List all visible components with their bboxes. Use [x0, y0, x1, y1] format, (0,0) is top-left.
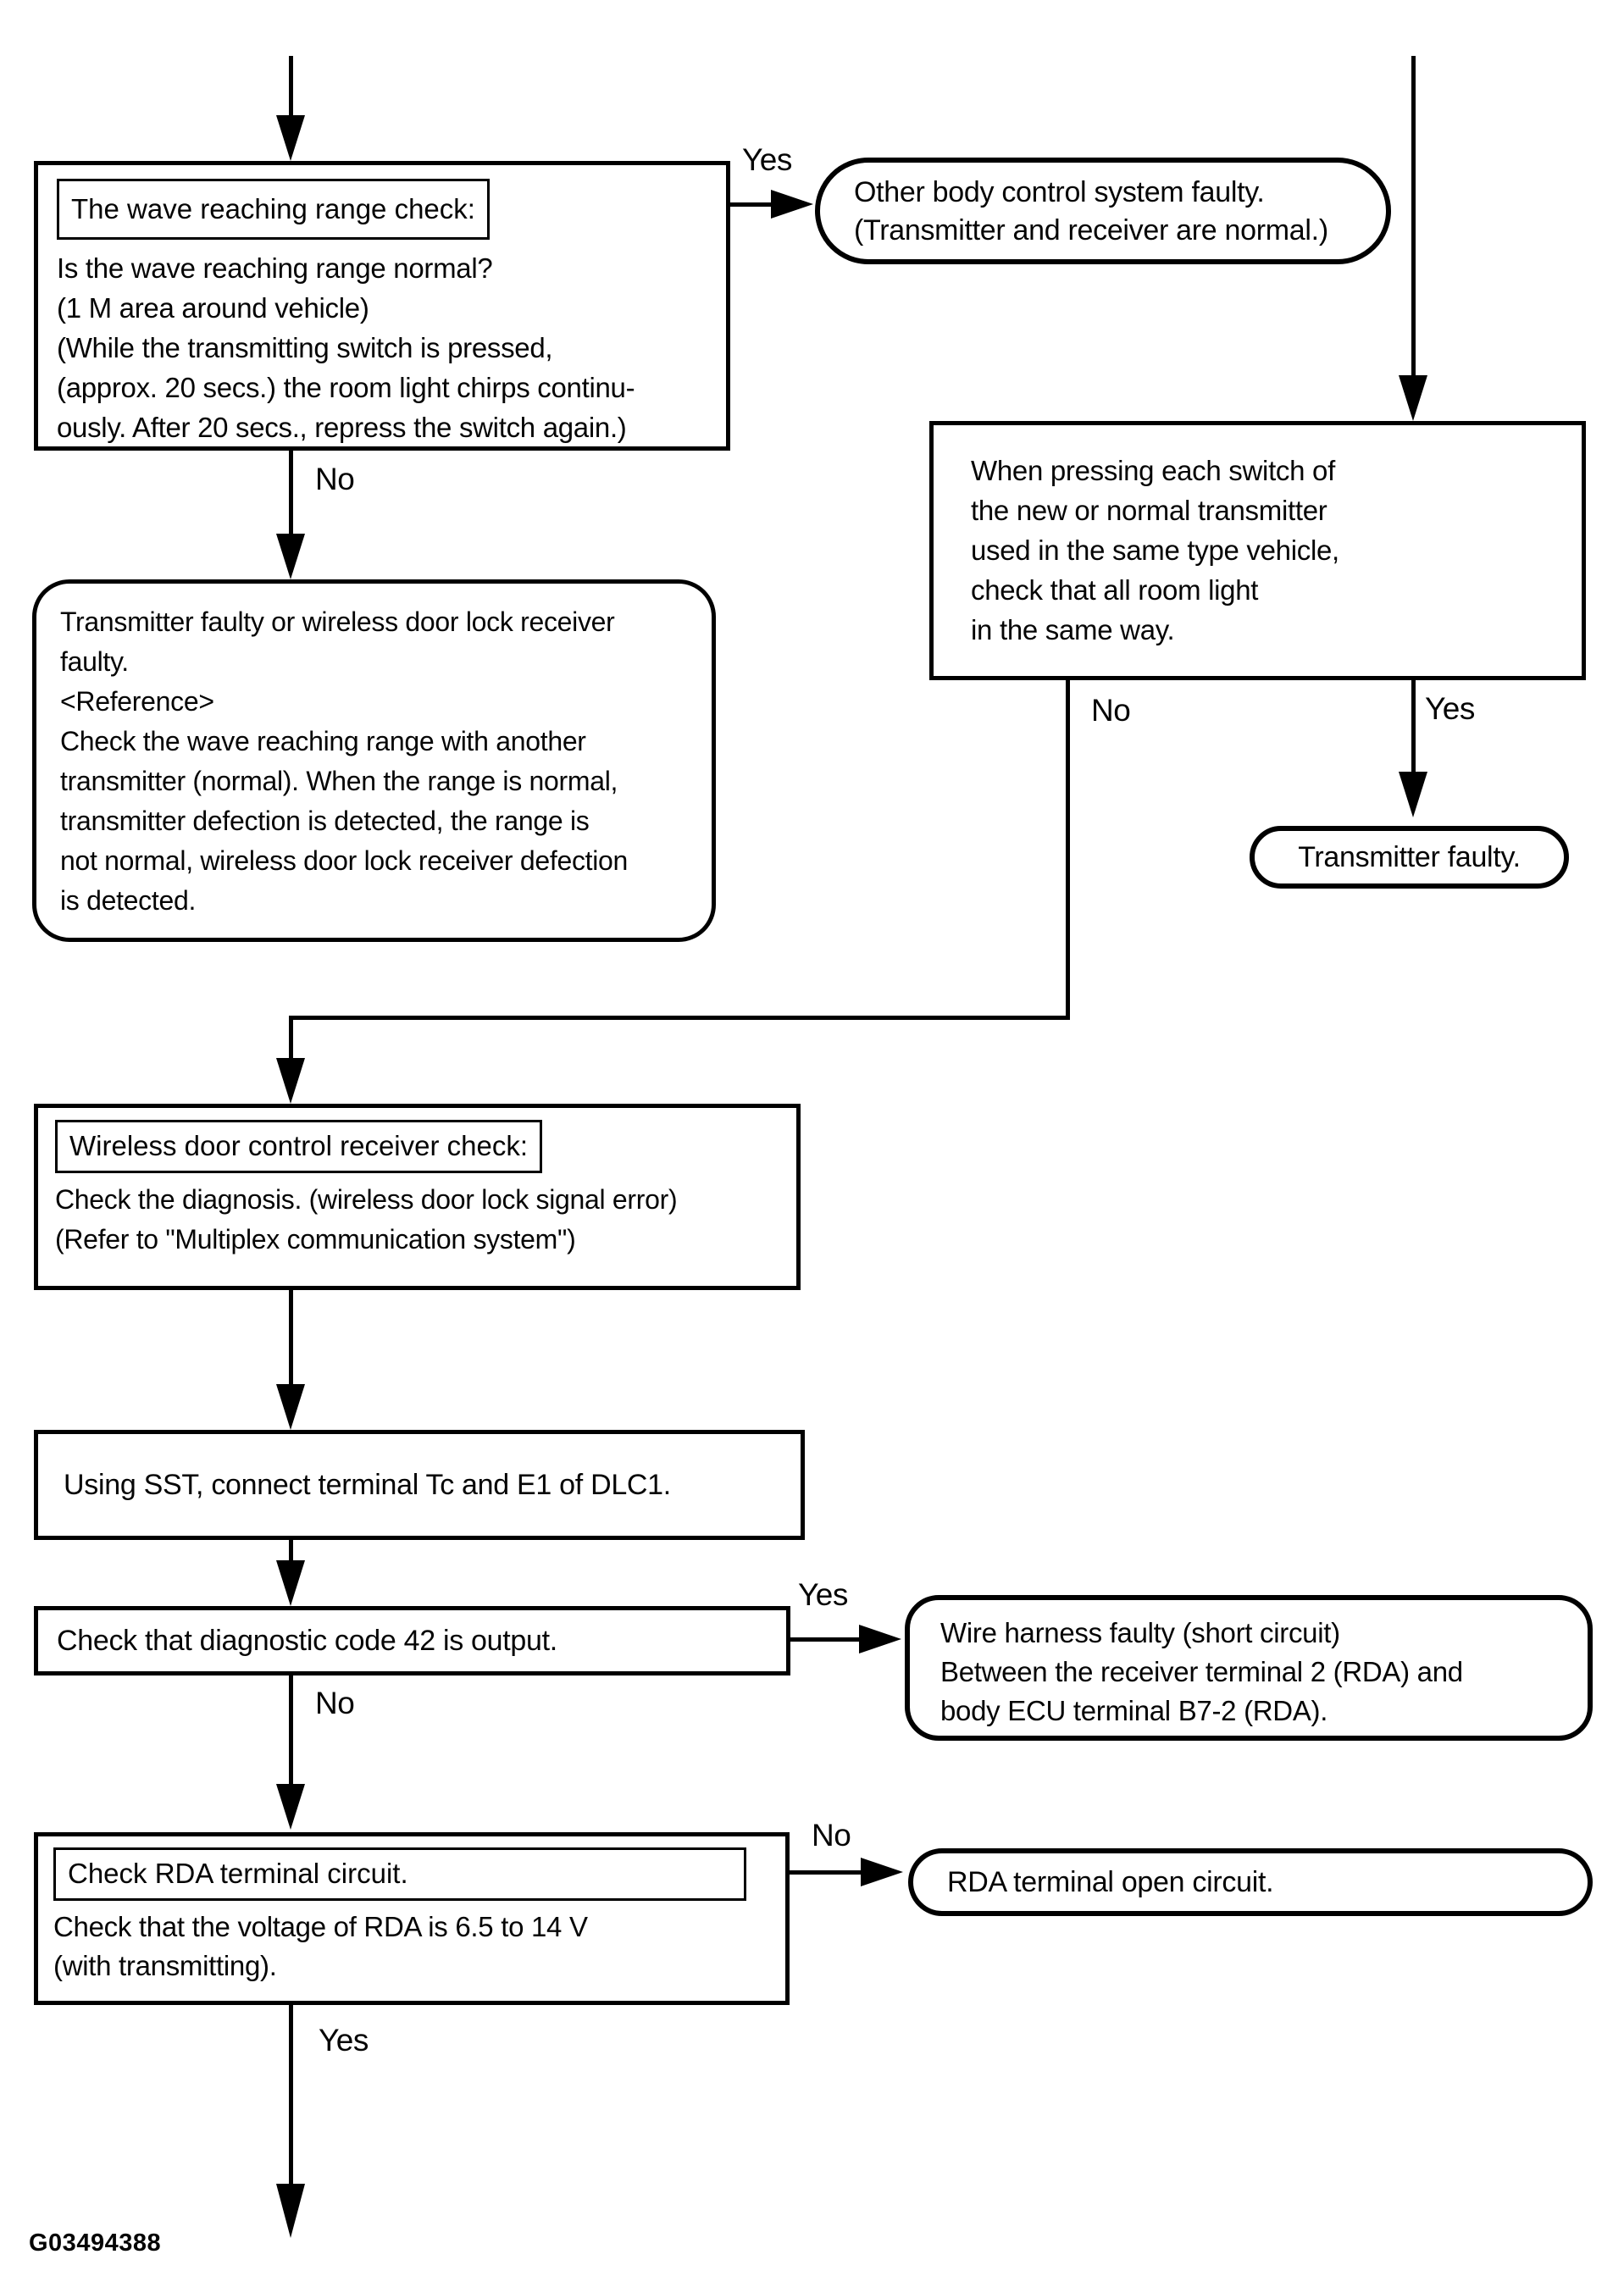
- edge-line-sst-to-code42: [289, 1540, 293, 1564]
- edge-label-code42-yes: Yes: [798, 1577, 848, 1612]
- text-line: Check that diagnostic code 42 is output.: [57, 1624, 557, 1657]
- edge-arrowhead-code42-no: [276, 1784, 305, 1830]
- edge-arrowhead-rda-no: [861, 1858, 903, 1886]
- text-line: RDA terminal open circuit.: [947, 1865, 1274, 1898]
- text-line: the new or normal transmitter: [971, 495, 1327, 526]
- wave-range-check-box: The wave reaching range check: Is the wa…: [34, 161, 730, 451]
- sst-connect-box: Using SST, connect terminal Tc and E1 of…: [34, 1430, 805, 1540]
- receiver-check-box: Wireless door control receiver check: Ch…: [34, 1104, 801, 1290]
- text-line: Using SST, connect terminal Tc and E1 of…: [64, 1468, 671, 1501]
- leadin-line-left: [289, 56, 293, 122]
- edge-line-code42-no: [289, 1675, 293, 1786]
- text-line: (While the transmitting switch is presse…: [57, 332, 553, 363]
- text-line: <Reference>: [60, 686, 214, 717]
- edge-label-rda-yes: Yes: [319, 2023, 369, 2058]
- text-line: transmitter (normal). When the range is …: [60, 766, 618, 796]
- leadin-arrowhead-right: [1399, 375, 1427, 421]
- edge-line-wave-yes: [730, 202, 778, 207]
- edge-line-code42-yes: [790, 1637, 862, 1642]
- text-line: is detected.: [60, 885, 197, 916]
- text-line: Other body control system faulty.: [854, 176, 1265, 208]
- edge-line-pressing-no-h: [289, 1016, 1070, 1020]
- edge-line-pressing-no-v1: [1066, 680, 1070, 1020]
- edge-line-wave-no: [289, 451, 293, 535]
- edge-label-code42-no: No: [315, 1686, 355, 1720]
- leadin-line-right: [1411, 56, 1416, 377]
- edge-label-wave-yes: Yes: [742, 142, 792, 177]
- edge-arrowhead-pressing-yes: [1399, 772, 1427, 817]
- edge-label-pressing-no: No: [1091, 693, 1131, 728]
- edge-arrowhead-rda-yes: [276, 2184, 305, 2238]
- text-line: transmitter defection is detected, the r…: [60, 806, 590, 836]
- rda-terminal-check-body: Check that the voltage of RDA is 6.5 to …: [53, 1908, 785, 1986]
- edge-arrowhead-wave-yes: [771, 190, 813, 219]
- edge-line-rda-yes: [289, 2005, 293, 2187]
- other-body-faulty-terminal: Other body control system faulty. (Trans…: [815, 158, 1391, 264]
- text-line: Is the wave reaching range normal?: [57, 252, 493, 284]
- wire-harness-faulty-terminal: Wire harness faulty (short circuit) Betw…: [905, 1595, 1593, 1741]
- figure-code: G03494388: [29, 2229, 162, 2257]
- pressing-switch-box: When pressing each switch of the new or …: [929, 421, 1586, 680]
- rda-open-terminal: RDA terminal open circuit.: [908, 1848, 1593, 1916]
- text-line: Transmitter faulty.: [1298, 840, 1521, 873]
- edge-label-wave-no: No: [315, 462, 355, 496]
- text-line: Wire harness faulty (short circuit): [940, 1617, 1340, 1648]
- edge-line-pressing-no-v2: [289, 1016, 293, 1060]
- text-line: (Transmitter and receiver are normal.): [854, 214, 1328, 246]
- text-line: check that all room light: [971, 574, 1259, 606]
- text-line: (approx. 20 secs.) the room light chirps…: [57, 372, 635, 403]
- receiver-check-body: Check the diagnosis. (wireless door lock…: [55, 1180, 796, 1260]
- text-line: Check the wave reaching range with anoth…: [60, 726, 586, 756]
- text-line: faulty.: [60, 646, 129, 677]
- text-line: ously. After 20 secs., repress the switc…: [57, 412, 627, 443]
- leadin-arrowhead-left: [276, 115, 305, 161]
- text-line: Between the receiver terminal 2 (RDA) an…: [940, 1656, 1463, 1687]
- edge-line-rda-no: [790, 1870, 864, 1875]
- receiver-check-title: Wireless door control receiver check:: [55, 1120, 543, 1173]
- edge-label-pressing-yes: Yes: [1425, 691, 1475, 726]
- text-line: (1 M area around vehicle): [57, 292, 369, 324]
- edge-arrowhead-wave-no: [276, 534, 305, 579]
- text-line: Transmitter faulty or wireless door lock…: [60, 607, 615, 637]
- transmitter-or-receiver-faulty-terminal: Transmitter faulty or wireless door lock…: [32, 579, 716, 942]
- code42-check-box: Check that diagnostic code 42 is output.: [34, 1606, 790, 1675]
- rda-terminal-check-box: Check RDA terminal circuit. Check that t…: [34, 1832, 790, 2005]
- edge-line-pressing-yes: [1411, 680, 1416, 775]
- wave-range-check-body: Is the wave reaching range normal? (1 M …: [57, 248, 726, 447]
- wave-range-check-title: The wave reaching range check:: [57, 179, 490, 240]
- text-line: not normal, wireless door lock receiver …: [60, 845, 629, 876]
- edge-arrowhead-pressing-no: [276, 1058, 305, 1104]
- text-line: (with transmitting).: [53, 1950, 277, 1981]
- text-line: (Refer to "Multiplex communication syste…: [55, 1224, 576, 1255]
- edge-arrowhead-code42-yes: [859, 1625, 901, 1653]
- text-line: in the same way.: [971, 614, 1175, 645]
- text-line: When pressing each switch of: [971, 455, 1335, 486]
- text-line: body ECU terminal B7-2 (RDA).: [940, 1695, 1328, 1726]
- edge-arrowhead-sst-to-code42: [276, 1560, 305, 1606]
- rda-terminal-check-title: Check RDA terminal circuit.: [53, 1847, 746, 1901]
- edge-label-rda-no: No: [812, 1818, 851, 1853]
- text-line: Check the diagnosis. (wireless door lock…: [55, 1184, 678, 1215]
- text-line: used in the same type vehicle,: [971, 534, 1339, 566]
- transmitter-faulty-terminal: Transmitter faulty.: [1250, 826, 1569, 889]
- edge-line-receiver-to-sst: [289, 1290, 293, 1387]
- text-line: Check that the voltage of RDA is 6.5 to …: [53, 1911, 588, 1942]
- edge-arrowhead-receiver-to-sst: [276, 1384, 305, 1430]
